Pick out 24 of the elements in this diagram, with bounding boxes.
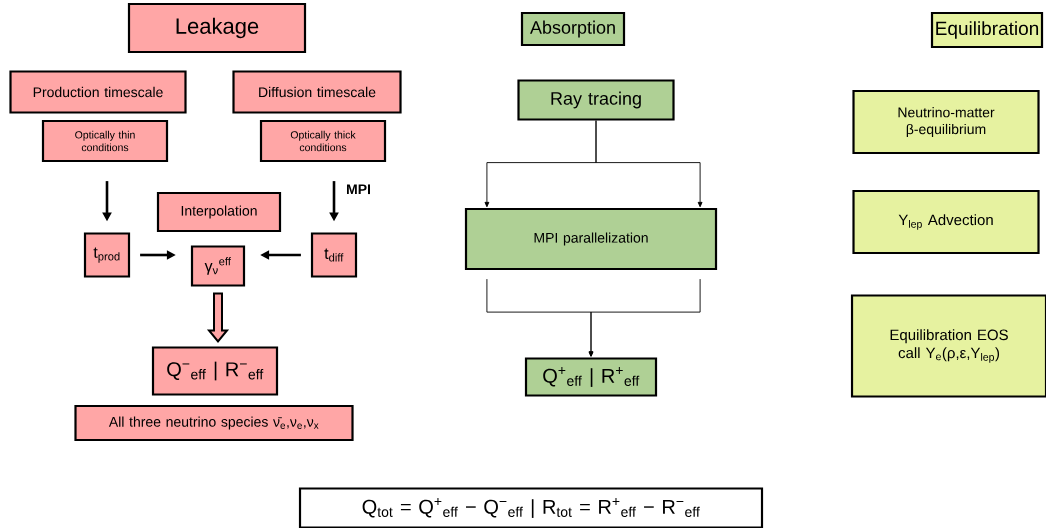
process-box: Production timescale <box>9 70 187 114</box>
heading-box: Equilibration <box>930 11 1044 49</box>
heading-box: Leakage <box>127 2 307 54</box>
edge-label: MPI <box>345 183 372 196</box>
quantity-box: γ$_{ν}$eff <box>190 245 246 287</box>
quantity-box: t$_{prod}$ <box>83 232 131 278</box>
block-arrow <box>206 292 230 343</box>
process-box: MPI parallelization <box>464 207 718 271</box>
condition-box: Optically thick conditions <box>259 119 387 163</box>
process-box: Y$_{lep}$ Advection <box>852 189 1040 255</box>
note-box: All three neutrino species ν̄$_{e}$,ν$_{e}$,ν$_{x}$ <box>74 404 354 442</box>
arrow <box>588 278 701 357</box>
arrow <box>595 120 703 208</box>
formula-box: Q$_{tot}$ = Q$^{+}$$_{eff}$ − Q$^{−}$$_{eff}$ | R$_{tot}$ = R$^{+}$$_{eff}$ − R$^{−}$eff <box>298 487 764 528</box>
process-box: Interpolation <box>156 191 282 233</box>
quantity-box: t$_{diff}$ <box>310 232 358 278</box>
process-box: Neutrino-matter β-equilibrium <box>852 89 1040 155</box>
result-box: Q$^{−}$$_{eff}$ | R$^{−}$eff <box>151 346 279 396</box>
condition-box: Optically thin conditions <box>41 119 169 163</box>
process-box: Ray tracing <box>517 79 675 121</box>
process-box: Equilibration EOS call Y$_{e}$(ρ,ε,Y$_{lep}$) <box>850 294 1046 398</box>
heading-box: Absorption <box>520 11 626 47</box>
process-box: Diffusion timescale <box>232 70 402 114</box>
result-box: Q$^{+}$$_{eff}$ | R$^{+}$eff <box>524 357 658 397</box>
